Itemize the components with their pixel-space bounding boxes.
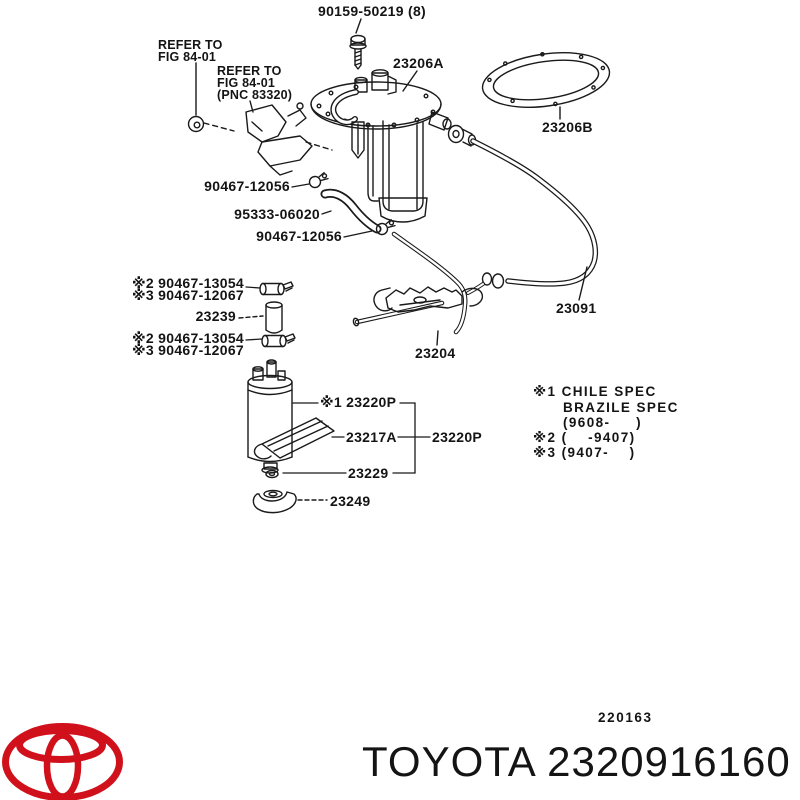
spec-line-3: (9608- )	[563, 415, 642, 430]
bracket-83320-part	[245, 100, 313, 176]
screw-part	[349, 18, 367, 70]
label-23204: 23204	[415, 345, 455, 361]
label-clamp-b-ref2: ※2 90467-13054	[132, 330, 244, 346]
pump-cushion-part	[252, 489, 328, 514]
label-23206b: 23206B	[542, 119, 593, 135]
drawing-code: 220163	[598, 710, 653, 725]
tube-clamp-icon	[261, 333, 296, 348]
spec-line-2: BRAZILE SPEC	[563, 400, 679, 415]
spec-line-4: ※2 ( -9407)	[533, 430, 636, 445]
fuel-pipe-part	[466, 138, 599, 301]
spec-notes: ※1 CHILE SPEC BRAZILE SPEC (9608- ) ※2 (…	[533, 384, 679, 460]
label-refer-left-1: REFER TO	[158, 38, 223, 52]
hose-clamp-icon	[375, 218, 396, 236]
toyota-logo	[2, 723, 123, 800]
return-pipe-part	[352, 231, 468, 335]
spec-line-5: ※3 (9407- )	[533, 445, 636, 460]
spec-line-1: ※1 CHILE SPEC	[533, 384, 657, 399]
label-refer-bracket-2: FIG 84-01	[217, 76, 275, 90]
pump-plate-part	[310, 69, 477, 223]
label-23239: 23239	[196, 308, 236, 324]
hose-part	[320, 188, 382, 234]
label-hose: 95333-06020	[234, 206, 320, 222]
label-clamp-b-ref3: ※3 90467-12067	[132, 342, 244, 358]
fuel-filter-part	[253, 417, 335, 460]
fuel-pump-part	[247, 359, 293, 474]
leader-lines	[245, 183, 431, 474]
label-pump: ※1 23220P	[320, 394, 396, 410]
pump-grommet-part	[265, 469, 279, 479]
fuel-tube-part	[238, 301, 283, 334]
label-refer-bracket-1: REFER TO	[217, 64, 282, 78]
grommet-refer-part	[187, 62, 333, 151]
label-bolt: 90159-50219 (8)	[318, 3, 426, 19]
tube-clamp-icon	[259, 281, 294, 296]
label-refer-left-2: FIG 84-01	[158, 50, 216, 64]
hose-clamp-icon	[308, 171, 329, 189]
pipe-bracket-part	[373, 286, 484, 346]
label-clamp-a-ref3: ※3 90467-12067	[132, 287, 244, 303]
callout-labels: 90159-50219 (8) REFER TO FIG 84-01 REFER…	[132, 3, 596, 509]
label-refer-bracket-3: (PNC 83320)	[217, 88, 292, 102]
label-23229: 23229	[348, 465, 388, 481]
label-clamp-a-ref2: ※2 90467-13054	[132, 275, 244, 291]
label-clamp-mid: 90467-12056	[256, 228, 342, 244]
label-23206a: 23206A	[393, 55, 444, 71]
label-23217a: 23217A	[346, 429, 397, 445]
label-23091: 23091	[556, 300, 596, 316]
page-title: TOYOTA 2320916160	[362, 738, 791, 785]
label-23249: 23249	[330, 493, 370, 509]
label-23220p-kit: 23220P	[432, 429, 482, 445]
label-clamp-top: 90467-12056	[204, 178, 290, 194]
gasket-ring-part	[481, 51, 611, 120]
